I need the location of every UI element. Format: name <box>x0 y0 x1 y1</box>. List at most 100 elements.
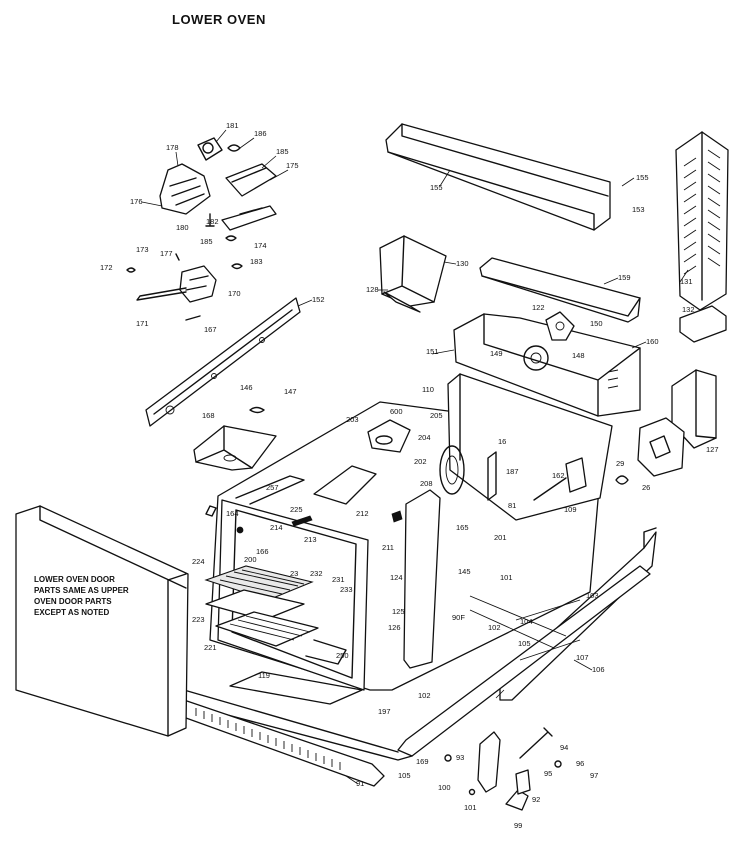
part-label: 221 <box>204 643 217 652</box>
part-label: 174 <box>254 241 267 250</box>
part-label: 187 <box>506 467 519 476</box>
part-label: 103 <box>586 591 599 600</box>
part-label: 214 <box>270 523 283 532</box>
part-label: 102 <box>418 691 431 700</box>
part-label: 172 <box>100 263 113 272</box>
part-label: 159 <box>618 273 631 282</box>
part-label: 208 <box>420 479 433 488</box>
part-label: 127 <box>706 445 719 454</box>
part-label: 177 <box>160 249 173 258</box>
part-label: 181 <box>226 121 239 130</box>
part-label: 100 <box>438 783 451 792</box>
part-label: 145 <box>458 567 471 576</box>
part-label: 178 <box>166 143 179 152</box>
part-label: 183 <box>250 257 263 266</box>
part-label: 250 <box>336 651 349 660</box>
part-label: 167 <box>204 325 217 334</box>
part-label: 150 <box>590 319 603 328</box>
part-label: 95 <box>544 769 552 778</box>
base-frame <box>175 527 657 771</box>
part-label: 126 <box>388 623 401 632</box>
part-label: 211 <box>382 543 394 552</box>
part-label: 23 <box>290 569 298 578</box>
door-note-line: PARTS SAME AS UPPER <box>34 586 129 595</box>
part-label: 91 <box>356 779 364 788</box>
part-label: 106 <box>592 665 605 674</box>
part-label: 257 <box>266 483 279 492</box>
part-label: 155 <box>430 183 443 192</box>
part-label: 224 <box>192 557 205 566</box>
part-label: 124 <box>390 573 403 582</box>
part-number-labels: 181 186 178 185 175 176 180 182 185 174 … <box>100 121 719 830</box>
part-label: 122 <box>532 303 545 312</box>
part-label: 110 <box>422 385 434 394</box>
part-label: 119 <box>258 671 270 680</box>
part-label: 102 <box>488 623 501 632</box>
part-label: 130 <box>456 259 469 268</box>
part-label: 131 <box>680 277 693 286</box>
oven-cavity <box>204 373 613 705</box>
tray-168 <box>193 406 277 471</box>
part-label: 148 <box>572 351 585 360</box>
part-label: 231 <box>332 575 345 584</box>
right-brackets <box>615 369 717 485</box>
part-label: 175 <box>286 161 299 170</box>
part-label: 96 <box>576 759 584 768</box>
part-label: 166 <box>256 547 269 556</box>
part-label: 182 <box>206 217 219 226</box>
part-label: 90F <box>452 613 465 622</box>
part-label: 160 <box>646 337 659 346</box>
part-label: 93 <box>456 753 464 762</box>
part-label: 125 <box>392 607 405 616</box>
part-label: 92 <box>532 795 540 804</box>
door-note-line: LOWER OVEN DOOR <box>34 575 115 584</box>
vented-side-duct <box>675 131 729 343</box>
part-label: 97 <box>590 771 598 780</box>
part-label: 101 <box>464 803 477 812</box>
door-note-line: EXCEPT AS NOTED <box>34 608 110 617</box>
part-label: 232 <box>310 569 323 578</box>
oven-door <box>15 505 189 737</box>
part-label: 180 <box>176 223 189 232</box>
part-label: 185 <box>276 147 289 156</box>
kick-plate <box>183 699 385 787</box>
part-label: 171 <box>136 319 149 328</box>
door-note: LOWER OVEN DOOR PARTS SAME AS UPPER OVEN… <box>34 574 154 618</box>
box-bracket-130 <box>379 235 447 313</box>
flat-plate-159 <box>479 257 641 323</box>
door-note-line: OVEN DOOR PARTS <box>34 597 112 606</box>
part-label: 197 <box>378 707 391 716</box>
part-label: 186 <box>254 129 267 138</box>
leader-lines <box>141 129 689 785</box>
part-label: 213 <box>304 535 317 544</box>
part-label: 155 <box>636 173 649 182</box>
part-label: 201 <box>494 533 507 542</box>
part-label: 233 <box>340 585 353 594</box>
door-latch-assembly <box>126 137 277 321</box>
part-label: 29 <box>616 459 624 468</box>
part-label: 101 <box>500 573 513 582</box>
part-label: 26 <box>642 483 650 492</box>
diagram-title: LOWER OVEN <box>172 12 266 27</box>
part-label: 152 <box>312 295 325 304</box>
part-label: 162 <box>552 471 565 480</box>
part-label: 104 <box>520 617 533 626</box>
part-label: 203 <box>346 415 359 424</box>
part-label: 165 <box>456 523 469 532</box>
part-label: 151 <box>426 347 439 356</box>
part-label: 225 <box>290 505 303 514</box>
part-label: 105 <box>518 639 531 648</box>
part-label: 168 <box>202 411 215 420</box>
part-label: 164 <box>226 509 239 518</box>
top-trim-channel <box>385 123 611 231</box>
part-label: 212 <box>356 509 369 518</box>
part-label: 149 <box>490 349 503 358</box>
part-label: 600 <box>390 407 403 416</box>
part-label: 94 <box>560 743 568 752</box>
part-label: 223 <box>192 615 205 624</box>
part-label: 170 <box>228 289 241 298</box>
part-label: 147 <box>284 387 297 396</box>
part-label: 109 <box>564 505 577 514</box>
side-rail-152 <box>145 297 301 427</box>
